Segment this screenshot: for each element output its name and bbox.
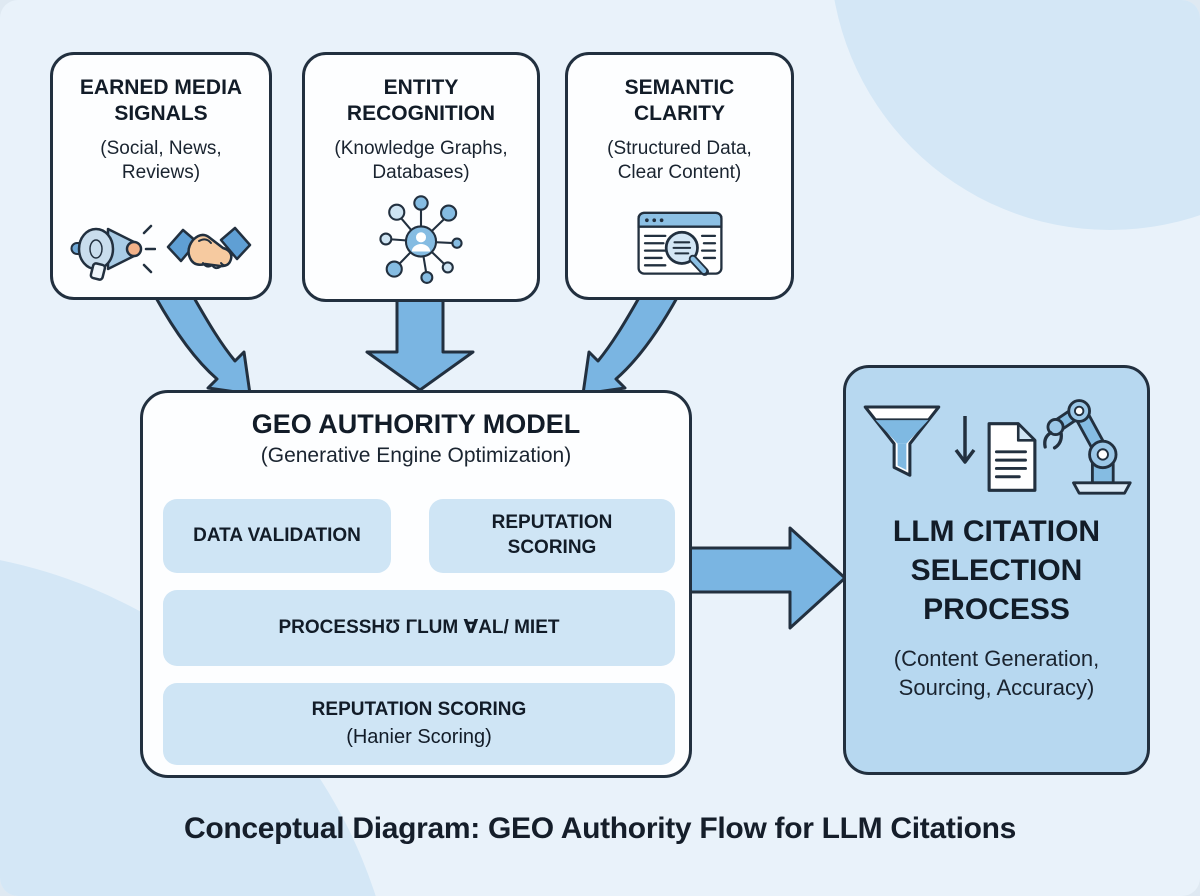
arrow-semantic-clarity-to-model bbox=[581, 296, 680, 396]
geo-authority-model-title: GEO AUTHORITY MODEL bbox=[251, 409, 581, 439]
funnel-icon bbox=[860, 394, 944, 490]
semantic-clarity-box: SEMANTIC CLARITY (Structured Data, Clear… bbox=[565, 52, 794, 300]
entity-recognition-title: ENTITY RECOGNITION bbox=[346, 76, 496, 126]
processing-label: PROCESSHƱ ΓLUM ∀AL/ MIET bbox=[278, 616, 560, 638]
robot-arm-icon bbox=[1030, 394, 1134, 496]
data-validation-chip: DATA VALIDATION bbox=[163, 499, 391, 573]
entity-recognition-subtitle: (Knowledge Graphs, Databases) bbox=[334, 137, 508, 183]
geo-authority-model-subtitle: (Generative Engine Optimization) bbox=[260, 444, 572, 467]
earned-media-signals-box: EARNED MEDIA SIGNALS (Social, News, Revi… bbox=[50, 52, 272, 300]
knowledge-graph-icon bbox=[375, 193, 467, 285]
geo-authority-model-box: GEO AUTHORITY MODEL (Generative Engine O… bbox=[140, 390, 692, 778]
reputation-scoring-hanier-chip: REPUTATION SCORING (Hanier Scoring) bbox=[163, 683, 675, 765]
earned-media-title: EARNED MEDIA SIGNALS bbox=[79, 76, 243, 126]
processing-chip: PROCESSHƱ ΓLUM ∀AL/ MIET bbox=[163, 590, 675, 666]
reputation-scoring-hanier-label: REPUTATION SCORING bbox=[311, 699, 527, 721]
document-icon bbox=[986, 420, 1038, 494]
semantic-clarity-title: SEMANTIC CLARITY bbox=[624, 76, 735, 126]
llm-citation-title: LLM CITATION SELECTION PROCESS bbox=[892, 515, 1101, 626]
llm-citation-selection-box: LLM CITATION SELECTION PROCESS (Content … bbox=[843, 365, 1150, 775]
llm-citation-subtitle: (Content Generation, Sourcing, Accuracy) bbox=[893, 646, 1100, 700]
reputation-scoring-chip: REPUTATION SCORING bbox=[429, 499, 675, 573]
background-blob-top-right bbox=[830, 0, 1200, 230]
diagram-caption: Conceptual Diagram: GEO Authority Flow f… bbox=[183, 812, 1017, 845]
arrow-earned-media-to-model bbox=[153, 296, 252, 396]
handshake-icon bbox=[166, 219, 252, 281]
data-validation-label: DATA VALIDATION bbox=[193, 524, 361, 546]
semantic-clarity-subtitle: (Structured Data, Clear Content) bbox=[607, 137, 752, 183]
entity-recognition-box: ENTITY RECOGNITION (Knowledge Graphs, Da… bbox=[302, 52, 540, 302]
arrow-model-to-llm-process bbox=[688, 526, 847, 630]
hanier-scoring-sublabel: (Hanier Scoring) bbox=[346, 725, 492, 748]
webpage-magnifier-icon bbox=[634, 209, 726, 283]
reputation-scoring-label: REPUTATION SCORING bbox=[491, 512, 613, 558]
megaphone-icon bbox=[70, 217, 156, 283]
arrow-entity-recognition-to-model bbox=[365, 300, 475, 392]
earned-media-subtitle: (Social, News, Reviews) bbox=[100, 137, 222, 183]
down-arrow-icon bbox=[952, 412, 978, 474]
